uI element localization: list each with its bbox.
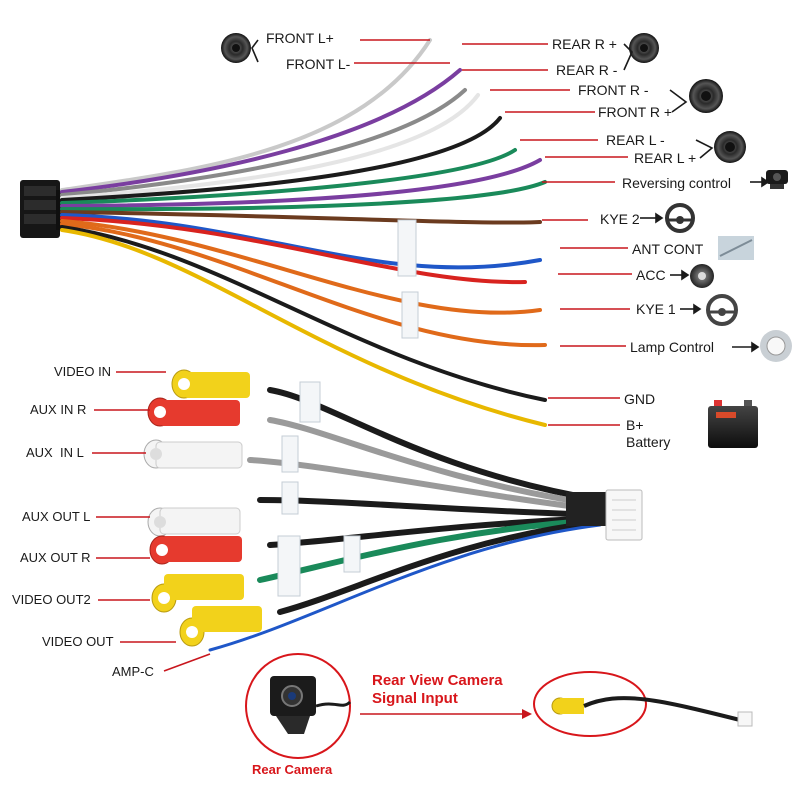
steering-wheel-icon xyxy=(706,294,738,326)
label-lines-right xyxy=(354,39,632,426)
camera-arrow xyxy=(360,709,532,719)
label-video-in: VIDEO IN xyxy=(54,364,112,379)
camera-title-line2: Signal Input xyxy=(372,690,458,707)
label-reversing-control: Reversing control xyxy=(622,175,731,191)
rca-connector-icon xyxy=(179,606,262,647)
camera-title-line1: Rear View Camera xyxy=(372,672,503,689)
label-acc: ACC xyxy=(636,267,666,283)
label-front-l-minus: FRONT L- xyxy=(286,56,351,72)
lamp-icon xyxy=(760,330,792,362)
label-video-out: VIDEO OUT xyxy=(42,634,114,649)
label-kye1: KYE 1 xyxy=(636,301,676,317)
label-front-r-minus: FRONT R - xyxy=(578,82,649,98)
label-video-out2: VIDEO OUT2 xyxy=(12,592,91,607)
label-front-l-plus: FRONT L+ xyxy=(266,30,334,46)
label-aux-out-l: AUX OUT L xyxy=(22,509,91,524)
label-aux-out-r: AUX OUT R xyxy=(20,550,91,565)
label-lines-left xyxy=(92,371,211,672)
connector-plug-icon xyxy=(566,489,643,541)
speaker-icon xyxy=(221,33,251,63)
label-front-r-plus: FRONT R + xyxy=(598,104,673,120)
steering-wheel-icon xyxy=(665,203,695,233)
rca-connector-icon xyxy=(143,439,243,469)
iso-connector xyxy=(20,180,66,238)
speaker-icon xyxy=(629,33,659,63)
arrow-glyphs xyxy=(640,176,770,353)
label-ant-cont: ANT CONT xyxy=(632,241,704,257)
label-aux-in-l: AUX IN L xyxy=(26,445,84,460)
car-camera-icon xyxy=(766,170,788,189)
camera-cable xyxy=(533,671,753,737)
label-rear-r-minus: REAR R - xyxy=(556,62,618,78)
speaker-icon xyxy=(714,131,746,163)
label-rear-r-plus: REAR R + xyxy=(552,36,617,52)
harness-tags xyxy=(397,219,419,339)
bracket-lines xyxy=(251,39,714,159)
label-battery: Battery xyxy=(626,434,671,450)
label-rear-l-plus: REAR L + xyxy=(634,150,697,166)
label-aux-in-r: AUX IN R xyxy=(30,402,87,417)
label-amp-c: AMP-C xyxy=(112,664,154,679)
rca-connector-icon xyxy=(147,397,240,427)
label-gnd: GND xyxy=(624,391,656,407)
rca-wires xyxy=(208,387,603,652)
rca-connector-icon xyxy=(149,535,242,565)
rca-tags xyxy=(277,381,361,597)
label-kye2: KYE 2 xyxy=(600,211,640,227)
speaker-icon xyxy=(689,79,723,113)
camera-title: Rear View Camera Signal Input xyxy=(372,672,503,708)
rear-camera-icon xyxy=(245,653,352,759)
key-icon xyxy=(690,264,714,288)
rca-connector-icon xyxy=(151,574,244,613)
label-rear-l-minus: REAR L - xyxy=(606,132,665,148)
antenna-icon xyxy=(718,236,754,260)
rca-connector-icon xyxy=(147,507,241,537)
rear-camera-label: Rear Camera xyxy=(252,762,333,777)
label-b-plus: B+ xyxy=(626,417,644,433)
battery-icon xyxy=(708,400,758,448)
label-lamp-control: Lamp Control xyxy=(630,339,715,355)
rca-connector-icon xyxy=(171,369,250,399)
harness-wires xyxy=(60,38,547,427)
